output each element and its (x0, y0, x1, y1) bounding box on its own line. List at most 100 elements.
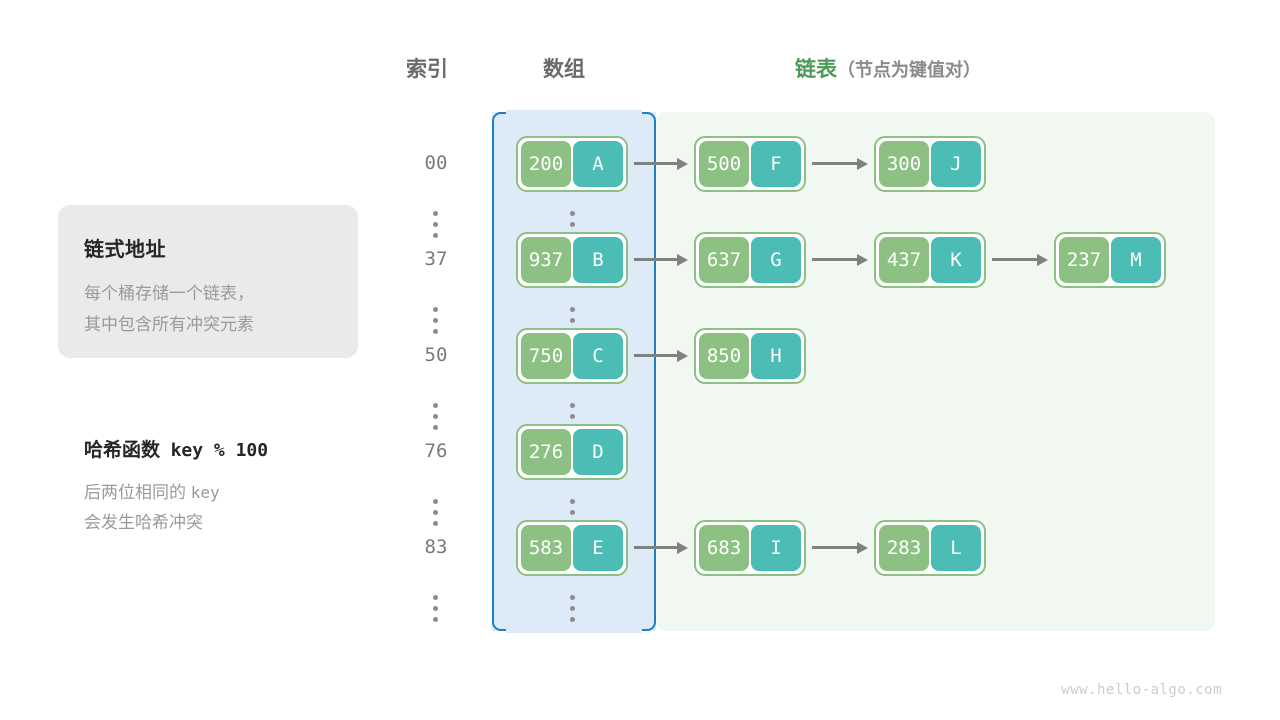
watermark: www.hello-algo.com (1061, 682, 1222, 698)
node-key: 637 (699, 237, 749, 283)
ellipsis-dot (570, 318, 575, 323)
arrow-head (857, 254, 868, 266)
node-key: 200 (521, 141, 571, 187)
ellipsis-dot (433, 329, 438, 334)
node-value: H (751, 333, 801, 379)
chain-arrow-83-1 (812, 542, 868, 554)
node-key: 437 (879, 237, 929, 283)
ellipsis-dot (570, 414, 575, 419)
arrow-shaft (634, 354, 678, 357)
arrow-head (857, 542, 868, 554)
ellipsis-dot (570, 222, 575, 227)
vertical-ellipsis-index-0 (433, 211, 438, 244)
ellipsis-dot (570, 510, 575, 515)
ellipsis-dot (433, 499, 438, 504)
hash-function-expression: key % 100 (170, 440, 269, 461)
node-value: L (931, 525, 981, 571)
arrow-shaft (634, 258, 678, 261)
vertical-ellipsis-array-4 (570, 595, 575, 628)
info-card-line-2: 其中包含所有冲突元素 (84, 315, 254, 334)
node-key: 750 (521, 333, 571, 379)
ellipsis-dot (433, 211, 438, 216)
node-key: 937 (521, 237, 571, 283)
node-key: 500 (699, 141, 749, 187)
chain-arrow-50-0 (634, 350, 688, 362)
node-key: 683 (699, 525, 749, 571)
chain-arrow-37-1 (812, 254, 868, 266)
node-value: D (573, 429, 623, 475)
arrow-shaft (634, 546, 678, 549)
ellipsis-dot (433, 510, 438, 515)
ellipsis-dot (433, 617, 438, 622)
ellipsis-dot (433, 606, 438, 611)
hash-note-line-1-text: 后两位相同的 (84, 483, 186, 502)
node-value: A (573, 141, 623, 187)
ellipsis-dot (570, 499, 575, 504)
chain-arrow-00-0 (634, 158, 688, 170)
info-card (58, 205, 358, 358)
arrow-head (677, 542, 688, 554)
ellipsis-dot (433, 425, 438, 430)
vertical-ellipsis-index-2 (433, 403, 438, 436)
arrow-head (677, 158, 688, 170)
column-header-index: 索引 (406, 58, 448, 81)
vertical-ellipsis-index-4 (433, 595, 438, 628)
column-header-linkedlist-sub: （节点为键值对） (837, 60, 981, 80)
node-value: I (751, 525, 801, 571)
node-value: F (751, 141, 801, 187)
node-key: 283 (879, 525, 929, 571)
ellipsis-dot (433, 414, 438, 419)
chain-arrow-37-2 (992, 254, 1048, 266)
arrow-head (677, 350, 688, 362)
arrow-head (677, 254, 688, 266)
index-label-76: 76 (424, 440, 448, 462)
vertical-ellipsis-index-3 (433, 499, 438, 532)
node-key: 300 (879, 141, 929, 187)
info-card-body: 每个桶存储一个链表， 其中包含所有冲突元素 (84, 278, 334, 340)
node-value: G (751, 237, 801, 283)
chain-arrow-00-1 (812, 158, 868, 170)
arrow-head (1037, 254, 1048, 266)
hash-note-line-1: 后两位相同的 key (84, 478, 344, 508)
node-value: C (573, 333, 623, 379)
arrow-shaft (812, 546, 858, 549)
vertical-ellipsis-index-1 (433, 307, 438, 340)
ellipsis-dot (570, 595, 575, 600)
chain-arrow-83-0 (634, 542, 688, 554)
index-label-83: 83 (424, 536, 448, 558)
column-header-linkedlist: 链表（节点为键值对） (795, 53, 981, 83)
ellipsis-dot (433, 521, 438, 526)
arrow-shaft (634, 162, 678, 165)
ellipsis-dot (433, 595, 438, 600)
arrow-shaft (992, 258, 1038, 261)
array-bracket-left (492, 112, 506, 631)
hash-note-key-token: key (190, 483, 220, 502)
column-header-array: 数组 (543, 58, 585, 81)
ellipsis-dot (570, 211, 575, 216)
ellipsis-dot (433, 307, 438, 312)
index-label-37: 37 (424, 248, 448, 270)
node-value: J (931, 141, 981, 187)
ellipsis-dot (433, 403, 438, 408)
node-value: M (1111, 237, 1161, 283)
ellipsis-dot (433, 222, 438, 227)
node-key: 276 (521, 429, 571, 475)
node-value: E (573, 525, 623, 571)
ellipsis-dot (570, 307, 575, 312)
index-label-50: 50 (424, 344, 448, 366)
chain-arrow-37-0 (634, 254, 688, 266)
arrow-shaft (812, 258, 858, 261)
array-bracket-right (642, 112, 656, 631)
node-key: 237 (1059, 237, 1109, 283)
